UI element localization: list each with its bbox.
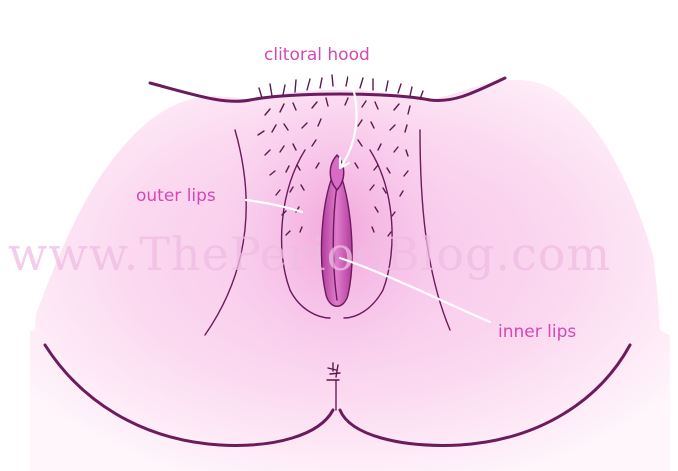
pubic-hair bbox=[257, 74, 424, 237]
watermark-text: www.ThePeriodBlog.com bbox=[8, 227, 611, 281]
inner-lips-arrow bbox=[338, 256, 492, 324]
left-bottom-outline bbox=[43, 343, 335, 447]
clitoral-hood-arrow bbox=[338, 66, 358, 170]
inner-lips bbox=[320, 163, 353, 307]
label-clitoral-hood: clitoral hood bbox=[264, 45, 370, 65]
left-edge-fade bbox=[0, 0, 90, 340]
right-thigh-crease bbox=[419, 129, 451, 331]
label-outer-lips: outer lips bbox=[136, 186, 216, 206]
outer-lips-arrow bbox=[244, 198, 304, 214]
label-inner-lips: inner lips bbox=[498, 322, 576, 342]
left-thigh-crease bbox=[204, 129, 247, 336]
right-bottom-outline bbox=[338, 343, 632, 447]
anus bbox=[326, 362, 341, 381]
inner-lips-center-line bbox=[332, 184, 338, 301]
outer-lip-left-outline bbox=[280, 149, 331, 319]
top-outline bbox=[148, 76, 507, 103]
right-edge-fade bbox=[600, 0, 678, 340]
clitoral-hood-arrowhead bbox=[338, 156, 351, 170]
